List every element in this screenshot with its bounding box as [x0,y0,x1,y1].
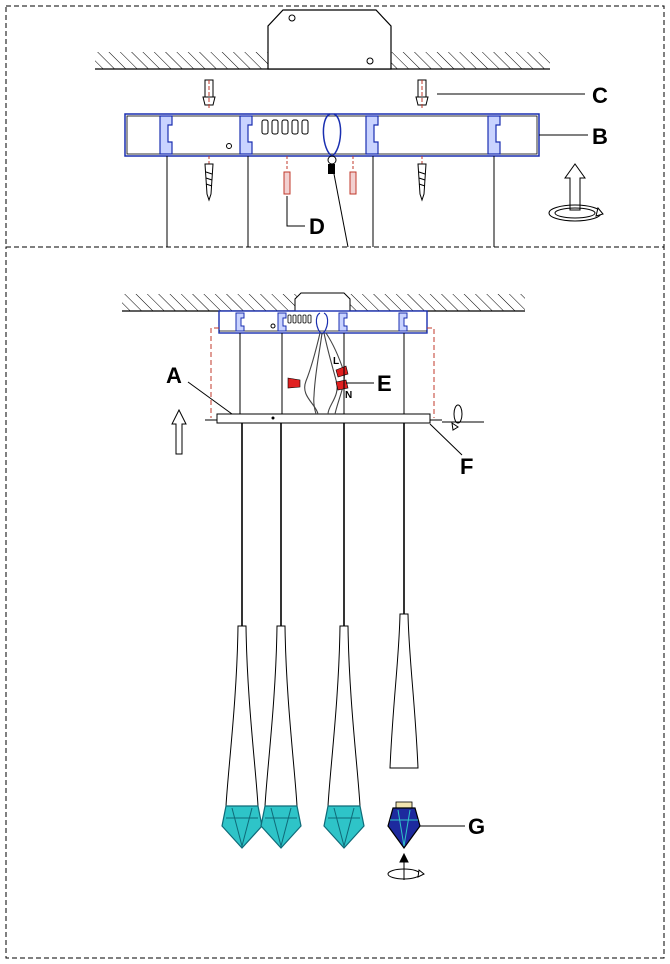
shade-rotate-icon [387,852,425,880]
screw-left [204,156,214,202]
up-arrow-icon [564,163,586,211]
label-neutral: N [345,390,352,401]
wall-anchor-right [415,79,429,108]
top-ceiling [95,9,550,70]
bottom-up-arrow-icon [171,408,187,455]
pendant-1 [221,625,263,849]
suspension-plate [205,413,442,424]
bottom-panel-frame [5,246,665,959]
screw-rotate-icon [451,404,463,431]
alignment-guides [210,327,435,418]
label-live: L [333,356,339,367]
bottom-suspension-cables [239,333,405,414]
pendant-4 [387,613,421,850]
bottom-ceiling [122,292,525,312]
top-suspension-wires [166,156,495,248]
pendant-2 [260,625,302,849]
installed-canopy [218,310,428,335]
top-leaders [286,93,588,227]
label-e: E [377,371,392,396]
center-hook [322,113,342,174]
label-g: G [468,814,485,839]
rotate-arrow-icon [548,204,604,222]
label-b: B [592,124,608,149]
wall-anchor-left [202,79,216,108]
label-d: D [309,214,325,239]
pendant-3 [323,625,365,849]
label-f: F [460,454,473,479]
label-c: C [592,83,608,108]
screw-right [417,156,427,202]
canopy-brackets [159,115,501,155]
pendant-cords [241,423,405,626]
bottom-leaders [187,381,484,827]
wire-nuts [287,365,349,391]
label-a: A [166,363,182,388]
red-anchors [283,156,357,195]
canopy-plate [124,113,540,157]
